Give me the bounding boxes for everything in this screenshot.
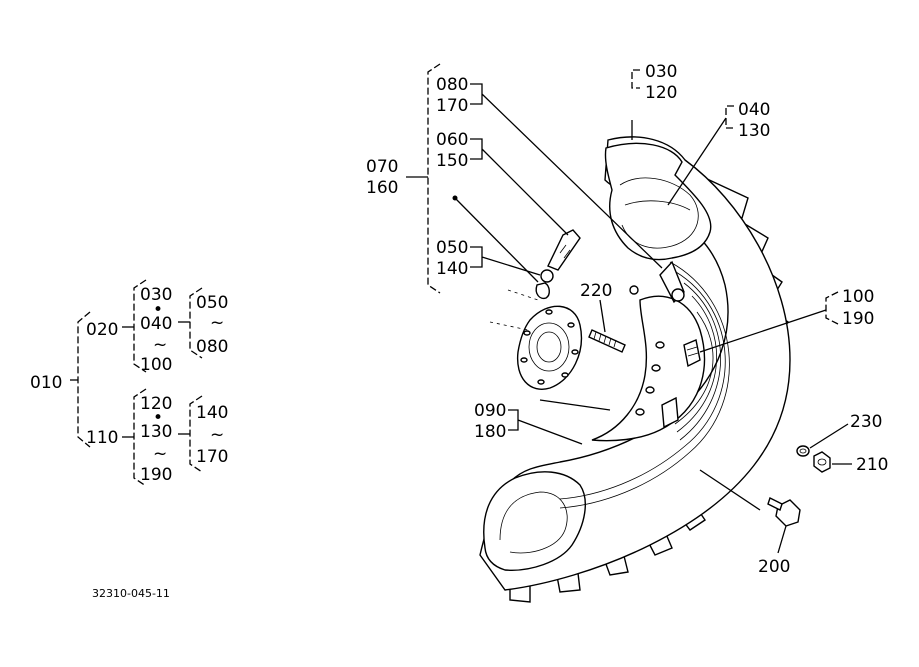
tree-group-a-sep-2: ~ [153,335,167,355]
disc-hole [651,364,661,372]
callouts: 030 120 040 130 070 160 080 170 060 150 … [366,62,888,577]
tire-section-bottom [483,471,586,571]
callout-030: 030 [645,62,677,82]
callout-160: 160 [366,178,398,198]
rim-nut [671,288,685,302]
callout-090: 090 [474,401,506,421]
tree-group-a-label: 020 [86,320,118,340]
tree-group-a-range-2: 080 [196,337,228,357]
hex-nut [813,451,831,473]
tree-group-b-part-3: 190 [140,465,172,485]
callout-230: 230 [850,412,882,432]
callout-150: 150 [436,151,468,171]
callout-220: 220 [580,281,612,301]
tree-group-b-sep-1: • [153,408,163,428]
disc-slot [661,396,679,429]
callout-130: 130 [738,121,770,141]
callout-100: 100 [842,287,874,307]
tree-group-b-range-2: 170 [196,447,228,467]
tree-group-b-part-1: 120 [140,394,172,414]
tree-group-a-part-1: 030 [140,285,172,305]
lock-washer [796,445,810,457]
callout-190: 190 [842,309,874,329]
callout-040: 040 [738,100,770,120]
disc-hole [655,341,665,349]
drawing-number: 32310-045-11 [92,587,170,600]
tree-group-a-range-sep: ~ [210,313,224,333]
tree-group-a-part-3: 100 [140,355,172,375]
wheel-drawing [452,136,831,603]
tree-group-b-sep-2: ~ [153,444,167,464]
tree-root-label: 010 [30,373,62,393]
tree-group-a-part-2: 040 [140,314,172,334]
callout-210: 210 [856,455,888,475]
callout-180: 180 [474,422,506,442]
tree-group-a-range-1: 050 [196,293,228,313]
callout-070: 070 [366,157,398,177]
tree-group-b-range-sep: ~ [210,425,224,445]
callout-050: 050 [436,238,468,258]
tree-group-a-sep-1: • [153,300,163,320]
stud-bolt [588,329,626,353]
tree-group-b-range-1: 140 [196,403,228,423]
callout-140: 140 [436,259,468,279]
tree-group-b-part-2: 130 [140,422,172,442]
disc-hole [645,386,655,394]
callout-060: 060 [436,130,468,150]
callout-080: 080 [436,75,468,95]
rim-wedge [683,339,701,368]
part-hierarchy-tree: 010 020 030 • 040 ~ 100 050 ~ 080 110 12… [30,279,228,487]
hub-flange [516,305,582,390]
callout-120: 120 [645,83,677,103]
callout-200: 200 [758,557,790,577]
disc-hole [635,408,645,416]
hex-bolt [767,497,801,527]
tree-group-b-label: 110 [86,428,118,448]
callout-170: 170 [436,96,468,116]
valve-stem [452,195,581,300]
